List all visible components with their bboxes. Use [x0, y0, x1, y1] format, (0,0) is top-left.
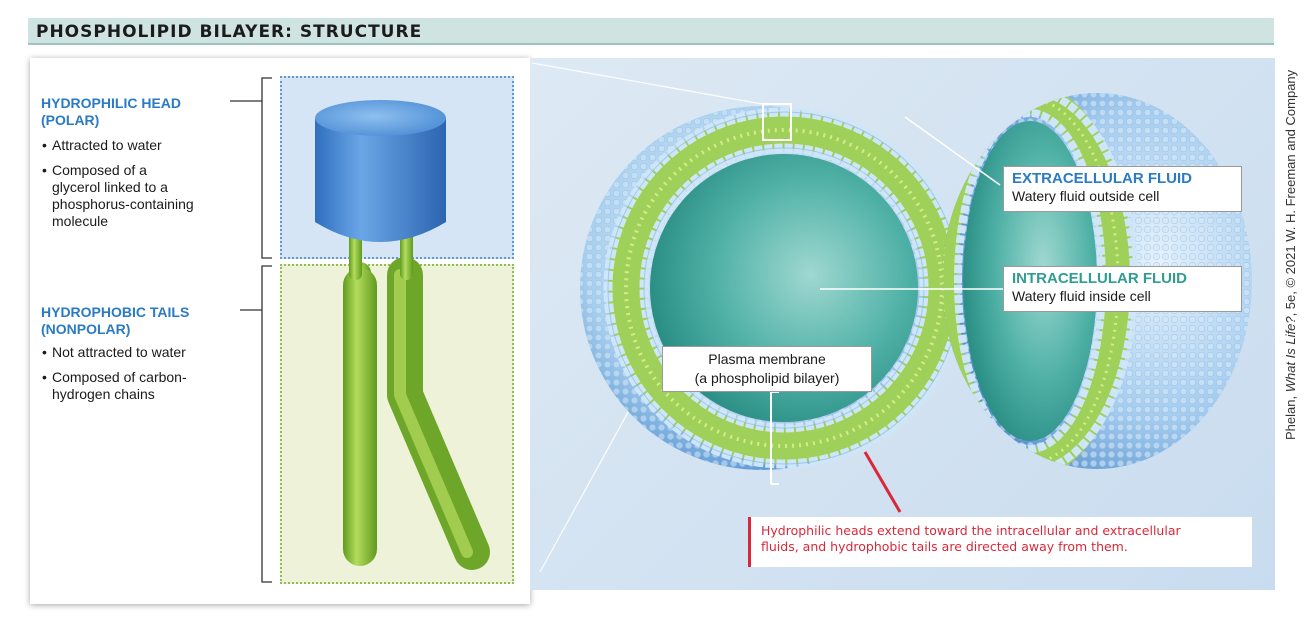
- bilayer-note-line2: fluids, and hydrophobic tails are direct…: [761, 539, 1128, 554]
- tail-bullet-composed: • Composed of carbon- hydrogen chains: [42, 369, 187, 402]
- hydrophobic-tails-heading-line2: (NONPOLAR): [41, 321, 131, 337]
- hydrophobic-tails-heading-line1: HYDROPHOBIC TAILS: [41, 304, 190, 320]
- hydrophilic-head-heading-line2: (POLAR): [41, 112, 100, 128]
- extracellular-title: EXTRACELLULAR FLUID: [1012, 170, 1192, 187]
- head-bullet-composed-line4: molecule: [52, 213, 109, 229]
- extracellular-desc: Watery fluid outside cell: [1012, 188, 1160, 204]
- credit-author: Phelan,: [1283, 392, 1298, 440]
- head-body: [315, 118, 446, 242]
- phospholipid-molecule: [315, 100, 490, 570]
- membrane-brackets: [762, 103, 792, 485]
- intracellular-label: INTRACELLULAR FLUID Watery fluid inside …: [1003, 266, 1242, 312]
- tail-bullet-not-attracted-line1: Not attracted to water: [52, 344, 186, 360]
- plasma-membrane-line1: Plasma membrane: [708, 351, 826, 367]
- bilayer-note: Hydrophilic heads extend toward the intr…: [748, 517, 1252, 567]
- leader-lines: [820, 116, 1003, 290]
- figure-title: PHOSPHOLIPID BILAYER: STRUCTURE: [36, 22, 423, 42]
- credit-book-title: What Is Life?: [1283, 316, 1298, 393]
- head-bullet-composed-line3: phosphorus-containing: [52, 196, 194, 212]
- tail-bullet-composed-line2: hydrogen chains: [52, 386, 155, 402]
- head-bullet-attracted: •Attracted to water: [42, 137, 162, 153]
- head-bullet-composed: • Composed of a glycerol linked to a pho…: [42, 162, 194, 229]
- extracellular-label: EXTRACELLULAR FLUID Watery fluid outside…: [1003, 166, 1242, 212]
- tail-bent-highlight: [394, 269, 473, 558]
- hydrophobic-tails-heading: HYDROPHOBIC TAILS (NONPOLAR): [41, 304, 189, 338]
- plasma-membrane-label: Plasma membrane (a phospholipid bilayer): [662, 346, 872, 392]
- hydrophilic-head-heading: HYDROPHILIC HEAD (POLAR): [41, 95, 181, 129]
- credit-publisher: , 5e, © 2021 W. H. Freeman and Company: [1283, 69, 1298, 317]
- tail-bent: [387, 257, 490, 570]
- tail-bullet-composed-line1: Composed of carbon-: [52, 369, 187, 385]
- head-top: [315, 100, 446, 136]
- intracellular-title: INTRACELLULAR FLUID: [1012, 270, 1187, 287]
- head-bullet-attracted-line1: Attracted to water: [52, 137, 162, 153]
- hydrophilic-head-heading-line1: HYDROPHILIC HEAD: [41, 95, 182, 111]
- tail-straight-thick: [343, 268, 377, 566]
- head-bullet-composed-line2: glycerol linked to a: [52, 179, 168, 195]
- label-brackets: [230, 77, 272, 583]
- tail-bullet-not-attracted: •Not attracted to water: [42, 344, 186, 360]
- head-bullet-composed-line1: Composed of a: [52, 162, 147, 178]
- intracellular-desc: Watery fluid inside cell: [1012, 288, 1151, 304]
- copyright-credit: Phelan, What Is Life?, 5e, © 2021 W. H. …: [1283, 70, 1298, 440]
- bilayer-note-line1: Hydrophilic heads extend toward the intr…: [761, 523, 1181, 538]
- plasma-membrane-line2: (a phospholipid bilayer): [694, 370, 840, 386]
- note-leader: [863, 451, 902, 513]
- title-bar: PHOSPHOLIPID BILAYER: STRUCTURE: [28, 18, 1274, 45]
